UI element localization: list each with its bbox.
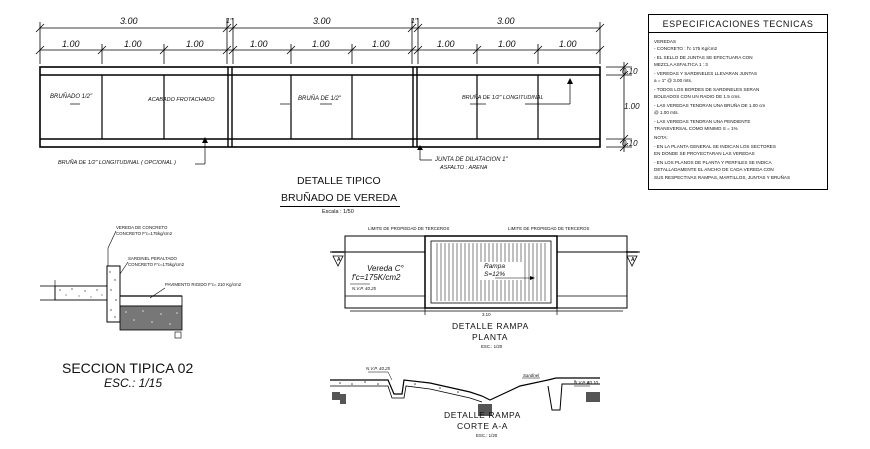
plan-title-underline xyxy=(280,206,400,207)
plan-slab xyxy=(39,66,601,165)
ramp-section-drawing xyxy=(330,371,600,416)
ramp-limit-left: LIMITE DE PROPIEDAD DE TERCEROS xyxy=(368,226,450,231)
section-label-2b: CONCRETO F'c=175kg/cm2 xyxy=(128,262,185,267)
spec-line-12: NOTA: xyxy=(654,135,668,140)
section-title: SECCION TIPICA 02 xyxy=(62,360,194,376)
ramp-plan-title-1: DETALLE RAMPA xyxy=(452,321,529,331)
ramp-plan-drawing xyxy=(330,235,640,315)
spec-line-14: EN DONDE SE PROYECTARAN LAS VEREDAS xyxy=(654,151,755,156)
label-junta-1: JUNTA DE DILATACION 1" xyxy=(435,157,508,163)
spec-line-9: @ 1.00 mts. xyxy=(654,110,679,115)
ramp-plan-title-2: PLANTA xyxy=(472,332,509,342)
dim-sub-4: 1.00 xyxy=(250,39,268,49)
spec-line-1: - CONCRETO : f'c 175 Kg/cm2 xyxy=(654,46,718,51)
spec-line-2: - EL SELLO DE JUNTAS SE EFECTUARA CON xyxy=(654,55,753,60)
dim-top-1: 3.00 xyxy=(120,16,138,26)
spec-line-5: a = 1" @ 3.00 mts. xyxy=(654,78,693,83)
section-drawing xyxy=(40,230,183,339)
spec-line-4: - VEREDAS Y SARDINELES LLEVARAN JUNTAS xyxy=(654,71,758,76)
ramp-dim: 3.10 xyxy=(482,312,491,317)
ramp-marker-left: A xyxy=(337,257,341,263)
ramp-limit-right: LIMITE DE PROPIEDAD DE TERCEROS xyxy=(508,226,590,231)
dim-right-2: 1.00 xyxy=(624,102,640,111)
ramp-label-1: Rampa xyxy=(484,263,505,270)
ramp-section-label-right: Sardinel xyxy=(523,373,540,378)
spec-line-8: - LAS VEREDAS TENDRAN UNA BRUÑA DE 1.00 … xyxy=(654,103,766,108)
ramp-section-scale: ESC.: 1/20 xyxy=(476,433,498,438)
section-label-1b: CONCRETO F'c=175kg/cm2 xyxy=(116,231,173,236)
dim-top-2: 3.00 xyxy=(313,16,331,26)
dim-top-3: 3.00 xyxy=(497,16,515,26)
spec-line-13: - EN LA PLANTA GENERAL SE INDICAN LOS SE… xyxy=(654,144,776,149)
ramp-section-nvp-left: N.V.P. 40.25 xyxy=(366,366,391,371)
plan-title-1: DETALLE TIPICO xyxy=(297,175,381,187)
spec-line-6: - TODOS LOS BORDES DE SARDINELES SERAN xyxy=(654,87,760,92)
ramp-label-2: S=12% xyxy=(484,271,506,278)
label-junta-2: ASFALTO : ARENA xyxy=(440,165,488,171)
ramp-section-title-2: CORTE A-A xyxy=(457,421,509,431)
label-brunado-long: BRUÑA DE 1/2" LONGITUDINAL xyxy=(462,95,544,101)
section-label-1: VEREDA DE CONCRETO xyxy=(116,225,168,230)
joint-mark-1: 1" xyxy=(226,18,233,25)
ramp-section-nvp-right: N.V.P. 40.10 xyxy=(574,380,599,385)
dim-sub-6: 1.00 xyxy=(372,39,390,49)
spec-line-3: MEZCLA ASFALTICA 1 : 3 xyxy=(654,62,708,67)
dim-sub-3: 1.00 xyxy=(186,39,204,49)
plan-scale: Escala : 1/50 xyxy=(322,209,354,215)
dim-sub-8: 1.00 xyxy=(498,39,516,49)
dim-right-3: 0.10 xyxy=(622,139,638,148)
spec-line-15: - EN LOS PLANOS DE PLANTA Y PERFILES SE … xyxy=(654,160,772,165)
spec-line-17: SUS RESPECTIVAS RAMPAS, MARTILLOS, JUNTA… xyxy=(654,175,791,180)
label-brunado-mid: BRUÑA DE 1/2" xyxy=(298,96,341,102)
plan-dimension-lines xyxy=(35,18,632,152)
spec-line-16: DETALLADAMENTE EL ANCHO DE CADA VEREDA C… xyxy=(654,167,774,172)
ramp-plan-scale: ESC.: 1/20 xyxy=(481,344,503,349)
plan-title-2: BRUÑADO DE VEREDA xyxy=(281,192,398,204)
spec-line-7: BOLEADOS CON UN RADIO DE 1.5 cms. xyxy=(654,94,741,99)
section-label-2: SARDINEL PERALTADO xyxy=(128,256,177,261)
dim-sub-7: 1.00 xyxy=(437,39,455,49)
ramp-marker-right: A xyxy=(631,257,635,263)
spec-line-10: - LAS VEREDAS TENDRAN UNA PENDIENTE xyxy=(654,119,751,124)
ramp-section-title-1: DETALLE RAMPA xyxy=(444,410,521,420)
dim-sub-5: 1.00 xyxy=(312,39,330,49)
label-brunado-opcional: BRUÑA DE 1/2" LONGITUDINAL ( OPCIONAL ) xyxy=(58,160,176,166)
specs-title: ESPECIFICACIONES TECNICAS xyxy=(648,14,828,33)
ramp-nvp: N.V.P. 40.25 xyxy=(352,286,377,291)
dim-sub-9: 1.00 xyxy=(559,39,577,49)
label-brunado-left: BRUÑADO 1/2" xyxy=(50,94,93,100)
spec-line-0: VEREDAS xyxy=(654,39,676,44)
section-scale: ESC.: 1/15 xyxy=(104,376,163,390)
dim-right-1: 0.10 xyxy=(622,67,638,76)
spec-line-11: TRANSVERSAL COMO MINIMO S = 1% xyxy=(654,126,738,131)
specs-box xyxy=(648,31,828,190)
label-acabado: ACABADO FROTACHADO xyxy=(148,97,215,103)
ramp-vereda-1: Vereda C° xyxy=(367,264,404,273)
ramp-vereda-2: f'c=175K/cm2 xyxy=(352,273,401,282)
section-label-3: PAVIMENTO RIGIDO F'c= 210 Kg/cm2 xyxy=(165,282,242,287)
joint-mark-2: 1" xyxy=(411,18,418,25)
dim-sub-1: 1.00 xyxy=(62,39,80,49)
dim-sub-2: 1.00 xyxy=(124,39,142,49)
